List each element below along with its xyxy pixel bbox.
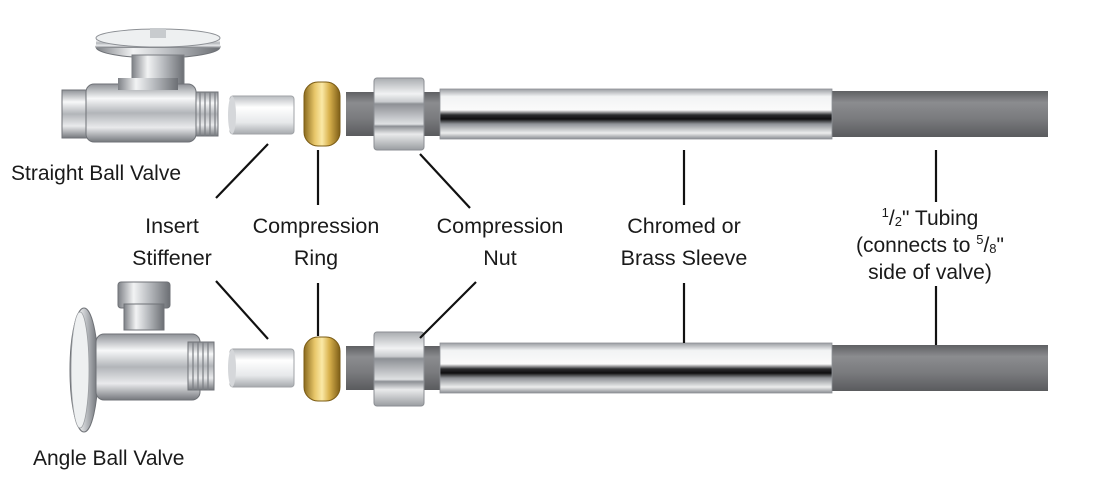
compression-ring-top [303, 81, 341, 147]
tubing-line1: 1/2" Tubing [815, 205, 1045, 232]
compression-nut-bottom [373, 331, 425, 407]
insert-stiffener-line2: Stiffener [132, 246, 212, 270]
tubing-connect-denominator: 8 [989, 241, 997, 256]
compression-nut-line1: Compression [436, 214, 564, 238]
sleeve-top [439, 88, 833, 140]
compression-nut-label: Compression Nut [420, 210, 580, 274]
compression-ring-line1: Compression [252, 214, 380, 238]
tubing-bottom [346, 345, 1048, 391]
leader-nut-bottom [419, 281, 477, 339]
angle-ball-valve [69, 281, 215, 433]
tubing-size-fraction: 1/2 [881, 205, 902, 230]
leader-stiffener-bottom [215, 280, 269, 340]
sleeve-bottom [439, 342, 833, 394]
sleeve-line1: Chromed or [627, 214, 741, 238]
compression-ring-line2: Ring [293, 246, 339, 270]
straight-ball-valve [61, 28, 221, 143]
compression-ring-label: Compression Ring [236, 210, 396, 274]
insert-stiffener-line1: Insert [145, 214, 199, 238]
compression-ring-bottom [303, 336, 341, 402]
tubing-connect-fraction: 5/8 [976, 232, 997, 257]
leader-nut-top [419, 153, 471, 209]
tubing-connects-suffix: " [996, 234, 1004, 257]
compression-nut-top [373, 77, 425, 151]
insert-stiffener-bottom [228, 348, 295, 388]
insert-stiffener-label: Insert Stiffener [112, 210, 232, 274]
straight-ball-valve-caption: Straight Ball Valve [11, 162, 182, 185]
tubing-size-numerator: 1 [881, 205, 889, 220]
leader-stiffener-top [215, 143, 269, 199]
tubing-size-denominator: 2 [894, 214, 902, 229]
tubing-connect-numerator: 5 [976, 232, 984, 247]
tubing-size-text: " Tubing [901, 207, 979, 230]
tubing-label: 1/2" Tubing (connects to 5/8" side of va… [815, 205, 1045, 286]
sleeve-label: Chromed or Brass Sleeve [596, 210, 772, 274]
angle-ball-valve-caption: Angle Ball Valve [33, 447, 185, 470]
tubing-connects-prefix: (connects to [855, 234, 977, 257]
insert-stiffener-top [228, 95, 295, 135]
compression-nut-line2: Nut [483, 246, 517, 270]
tubing-line3: side of valve) [868, 261, 992, 284]
sleeve-line2: Brass Sleeve [620, 246, 748, 270]
leader-lines [215, 143, 938, 345]
tubing-line2: (connects to 5/8" [815, 232, 1045, 259]
